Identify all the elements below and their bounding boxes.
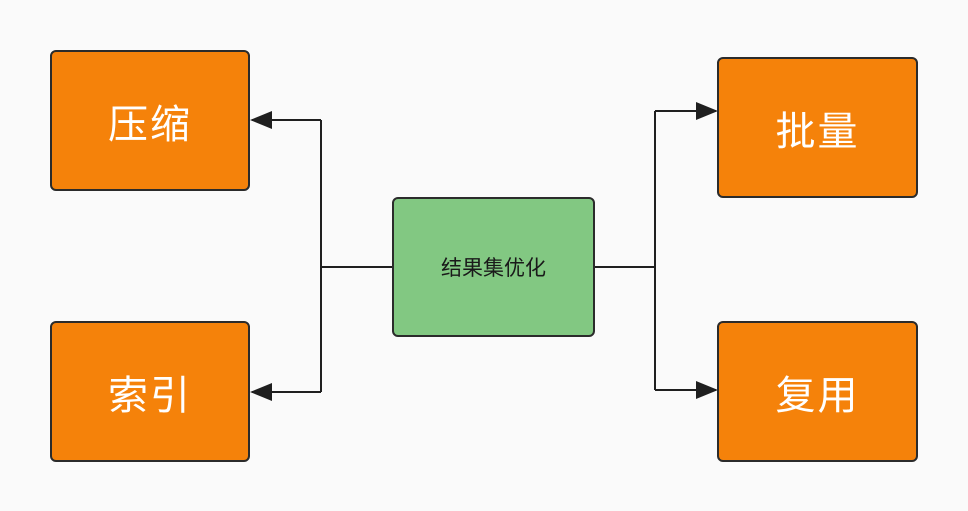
node-batch: 批量 xyxy=(717,57,918,198)
node-index-label: 索引 xyxy=(108,372,192,419)
node-reuse: 复用 xyxy=(717,321,918,462)
node-center-label: 结果集优化 xyxy=(441,256,546,280)
node-compress: 压缩 xyxy=(50,50,250,191)
node-reuse-label: 复用 xyxy=(775,372,860,419)
node-compress-label: 压缩 xyxy=(108,101,192,148)
node-index: 索引 xyxy=(50,321,250,462)
node-batch-label: 批量 xyxy=(775,108,860,155)
node-center: 结果集优化 xyxy=(392,197,595,337)
